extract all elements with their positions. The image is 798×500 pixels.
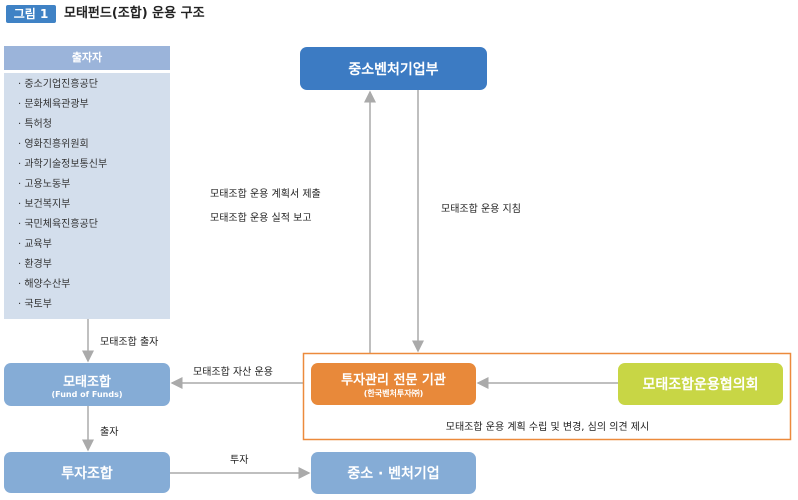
fund-of-funds-node: 모태조합 (Fund of Funds): [4, 363, 170, 406]
list-item: · 국민체육진흥공단: [18, 219, 98, 230]
list-item: · 보건복지부: [18, 199, 71, 210]
list-item: · 교육부: [18, 239, 52, 250]
manager-sublabel: (한국벤처투자㈜): [363, 389, 424, 398]
list-item: · 환경부: [18, 259, 52, 270]
fof-sublabel: (Fund of Funds): [51, 389, 123, 399]
list-item: · 과학기술정보통신부: [18, 159, 108, 170]
list-item: · 해양수산부: [18, 279, 71, 290]
manager-label: 투자관리 전문 기관: [341, 373, 446, 388]
list-item: · 문화체육관광부: [18, 99, 89, 110]
investment-fund-label: 투자조합: [61, 465, 113, 482]
report-result-label: 모태조합 운용 실적 보고: [210, 213, 312, 224]
list-item: · 고용노동부: [18, 179, 71, 190]
smes-node: 중소 · 벤처기업: [311, 452, 476, 494]
council-label: 모태조합운용협의회: [642, 377, 759, 393]
report-plan-label: 모태조합 운용 계획서 제출: [210, 189, 321, 200]
investment-fund-node: 투자조합: [4, 452, 170, 493]
smes-label: 중소 · 벤처기업: [347, 466, 440, 482]
figure-title: 모태펀드(조합) 운용 구조: [64, 6, 205, 21]
council-node: 모태조합운용협의회: [618, 363, 783, 405]
ministry-label: 중소벤처기업부: [348, 61, 439, 78]
investors-header: 출자자: [4, 46, 170, 70]
fof-label: 모태조합: [63, 374, 111, 390]
invest-label: 투자: [230, 455, 249, 466]
list-item: · 영화진흥위원회: [18, 139, 89, 150]
list-item: · 특허청: [18, 119, 52, 130]
figure-tag: 그림 1: [6, 5, 56, 23]
council-role-label: 모태조합 운용 계획 수립 및 변경, 심의 의견 제시: [445, 422, 650, 433]
guideline-label: 모태조합 운용 지침: [441, 204, 521, 215]
list-item: · 중소기업진흥공단: [18, 79, 98, 90]
manager-node: 투자관리 전문 기관 (한국벤처투자㈜): [311, 363, 476, 405]
contribution-label: 출자: [100, 427, 119, 438]
fof-investment-label: 모태조합 출자: [100, 337, 159, 348]
ministry-node: 중소벤처기업부: [300, 47, 487, 90]
investors-list: · 중소기업진흥공단 · 문화체육관광부 · 특허청 · 영화진흥위원회 · 과…: [4, 73, 170, 319]
asset-mgmt-label: 모태조합 자산 운용: [193, 367, 273, 378]
list-item: · 국토부: [18, 299, 52, 310]
